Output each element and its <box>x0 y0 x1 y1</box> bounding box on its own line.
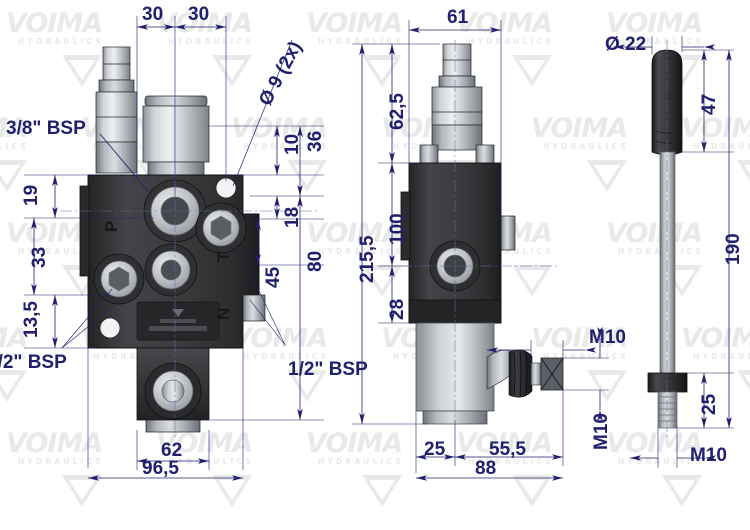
dim-side-88: 88 <box>475 458 497 479</box>
dim-top-left-30: 30 <box>142 4 164 25</box>
svg-text:N: N <box>214 308 233 320</box>
dim-right-45: 45 <box>263 266 284 288</box>
dim-right-10: 10 <box>282 133 303 155</box>
dim-lever-47: 47 <box>699 93 720 115</box>
dim-lever-190: 190 <box>723 233 744 265</box>
svg-text:P: P <box>102 221 121 232</box>
dim-right-36: 36 <box>305 130 326 152</box>
dim-side-28: 28 <box>387 298 408 320</box>
dim-lever-diameter-22: Ø 22 <box>605 34 647 55</box>
dim-left-33: 33 <box>29 246 50 268</box>
label-port-1-2-bsp-left: 1/2" BSP <box>0 352 67 373</box>
dim-top-right-30: 30 <box>188 4 210 25</box>
label-port-3-8-bsp: 3/8" BSP <box>6 118 86 139</box>
side-view-valve <box>400 43 564 425</box>
dim-lever-25: 25 <box>699 393 720 415</box>
dim-bottom-96-5: 96,5 <box>142 458 179 479</box>
dim-side-m10-vert: M10 <box>591 413 612 450</box>
dim-right-80: 80 <box>305 250 326 272</box>
label-port-1-2-bsp-right: 1/2" BSP <box>288 359 368 380</box>
dim-bottom-62: 62 <box>161 440 183 461</box>
dim-side-215-5: 215,5 <box>357 235 378 283</box>
dim-left-19: 19 <box>21 184 42 206</box>
dim-side-25: 25 <box>424 439 446 460</box>
dim-lever-m10: M10 <box>690 445 727 466</box>
svg-text:T: T <box>214 251 233 262</box>
dim-side-62-5: 62,5 <box>387 93 408 130</box>
centre-lines <box>60 40 668 440</box>
lever-assembly <box>647 49 688 429</box>
dim-right-18: 18 <box>282 206 303 228</box>
dim-left-13-5: 13,5 <box>21 301 42 338</box>
dim-side-55-5: 55,5 <box>489 439 526 460</box>
dim-side-m10-top: M10 <box>589 327 626 348</box>
dim-side-100: 100 <box>387 213 408 245</box>
dim-side-61: 61 <box>447 7 469 28</box>
front-view-valve: P T N <box>79 46 266 433</box>
